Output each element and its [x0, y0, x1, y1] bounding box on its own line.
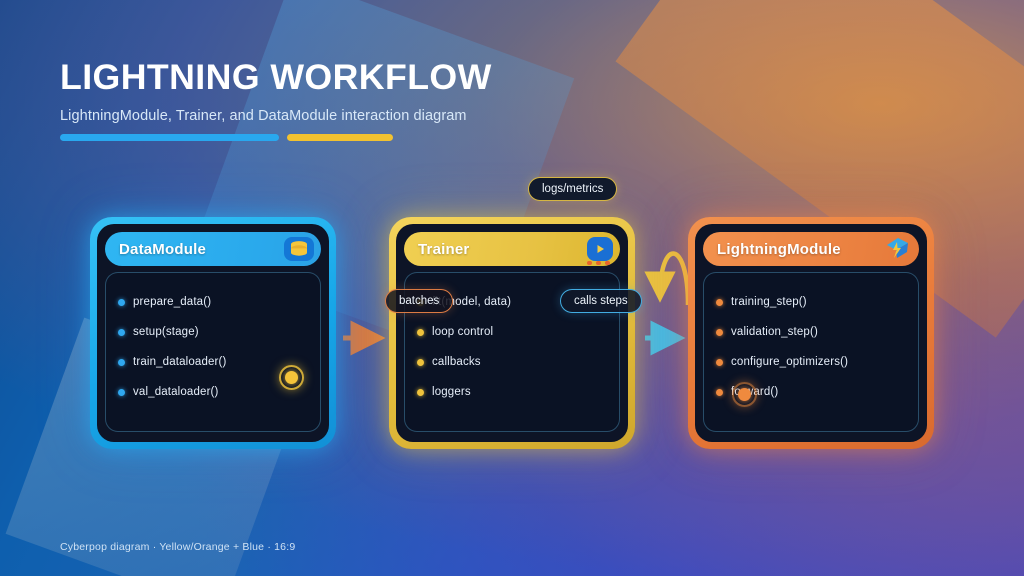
list-item-label: training_step(): [731, 296, 807, 308]
bullet-icon: [118, 358, 125, 366]
list-item[interactable]: val_dataloader(): [118, 377, 308, 407]
card-lightningmodule-body: training_step() validation_step() config…: [703, 272, 919, 432]
card-datamodule-header: DataModule: [105, 232, 321, 266]
bullet-icon: [118, 388, 125, 396]
dot-icon: [587, 261, 592, 265]
list-item[interactable]: setup(stage): [118, 317, 308, 347]
page-title: LIGHTNING WORKFLOW: [60, 58, 492, 97]
list-item[interactable]: training_step(): [716, 287, 906, 317]
accent-rule-yellow: [287, 134, 393, 141]
bullet-icon: [118, 328, 125, 336]
connector-label-calls-steps[interactable]: calls steps: [560, 289, 642, 313]
list-item[interactable]: configure_optimizers(): [716, 347, 906, 377]
bullet-icon: [716, 298, 723, 306]
bullet-icon: [716, 388, 723, 396]
bullet-icon: [716, 328, 723, 336]
dots-indicator: [587, 261, 610, 265]
footer-caption: Cyberpop diagram · Yellow/Orange + Blue …: [60, 541, 296, 553]
status-badge-yellow: [279, 365, 304, 390]
card-lightningmodule-inner: LightningModule training_step() valida: [695, 224, 927, 442]
list-item-label: val_dataloader(): [133, 386, 219, 398]
list-item-label: validation_step(): [731, 326, 818, 338]
card-trainer[interactable]: Trainer fit(model, data): [389, 217, 635, 449]
card-trainer-inner: Trainer fit(model, data): [396, 224, 628, 442]
card-lightningmodule[interactable]: LightningModule training_step() valida: [688, 217, 934, 449]
bullet-icon: [417, 328, 424, 336]
dot-icon: [596, 261, 601, 265]
list-item[interactable]: callbacks: [417, 347, 607, 377]
list-item[interactable]: prepare_data(): [118, 287, 308, 317]
accent-rule-blue: [60, 134, 279, 141]
list-item-label: setup(stage): [133, 326, 199, 338]
card-datamodule-body: prepare_data() setup(stage) train_datalo…: [105, 272, 321, 432]
list-item-label: train_dataloader(): [133, 356, 227, 368]
accent-rules: [60, 134, 483, 141]
card-lightningmodule-header: LightningModule: [703, 232, 919, 266]
dot-icon: [605, 261, 610, 265]
badge-core: [738, 388, 751, 401]
card-datamodule[interactable]: DataModule prepare_data(): [90, 217, 336, 449]
card-lightningmodule-title: LightningModule: [717, 240, 841, 258]
connector-label-logs-metrics[interactable]: logs/metrics: [528, 177, 618, 201]
bullet-icon: [716, 358, 723, 366]
card-trainer-header: Trainer: [404, 232, 620, 266]
bullet-icon: [417, 358, 424, 366]
list-item-label: configure_optimizers(): [731, 356, 849, 368]
arrow-lightningmodule-to-trainer-loop: [644, 251, 691, 306]
status-badge-orange: [732, 382, 757, 407]
list-item-label: loop control: [432, 326, 494, 338]
card-trainer-title: Trainer: [418, 240, 470, 258]
bullet-icon: [118, 298, 125, 306]
list-item-label: loggers: [432, 386, 471, 398]
lightning-bolt-icon: [882, 237, 912, 261]
page-subtitle: LightningModule, Trainer, and DataModule…: [60, 108, 467, 124]
list-item[interactable]: train_dataloader(): [118, 347, 308, 377]
connector-label-batches[interactable]: batches: [385, 289, 454, 313]
play-icon: [587, 237, 613, 261]
badge-core: [285, 371, 298, 384]
list-item[interactable]: validation_step(): [716, 317, 906, 347]
list-item[interactable]: loggers: [417, 377, 607, 407]
header: LIGHTNING WORKFLOW LightningModule, Trai…: [60, 60, 491, 141]
list-item[interactable]: loop control: [417, 317, 607, 347]
card-datamodule-title: DataModule: [119, 240, 207, 258]
list-item-label: prepare_data(): [133, 296, 212, 308]
bullet-icon: [417, 388, 424, 396]
list-item-label: callbacks: [432, 356, 481, 368]
card-datamodule-inner: DataModule prepare_data(): [97, 224, 329, 442]
database-icon: [284, 237, 314, 261]
